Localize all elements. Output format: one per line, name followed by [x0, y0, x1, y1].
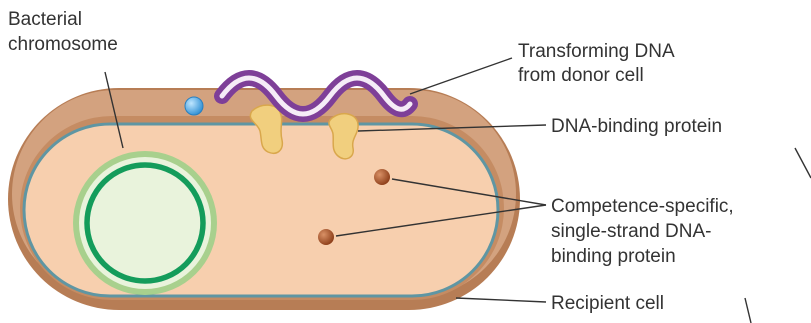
label-transforming-dna: Transforming DNA from donor cell [518, 41, 679, 86]
leader-recipient-cell [456, 298, 546, 302]
small-blue-particle [185, 97, 203, 115]
label-competence-protein: Competence-specific, single-strand DNA- … [551, 196, 739, 267]
edge-mark-lower [745, 298, 751, 323]
label-recipient-cell: Recipient cell [551, 293, 664, 314]
competence-protein [374, 169, 390, 185]
edge-mark-upper [795, 148, 811, 178]
bacterial-chromosome [73, 151, 217, 295]
leader-transforming-dna [410, 58, 512, 94]
label-chromosome: Bacterial chromosome [8, 9, 118, 55]
label-dna-binding-protein: DNA-binding protein [551, 116, 722, 137]
competence-protein [318, 229, 334, 245]
